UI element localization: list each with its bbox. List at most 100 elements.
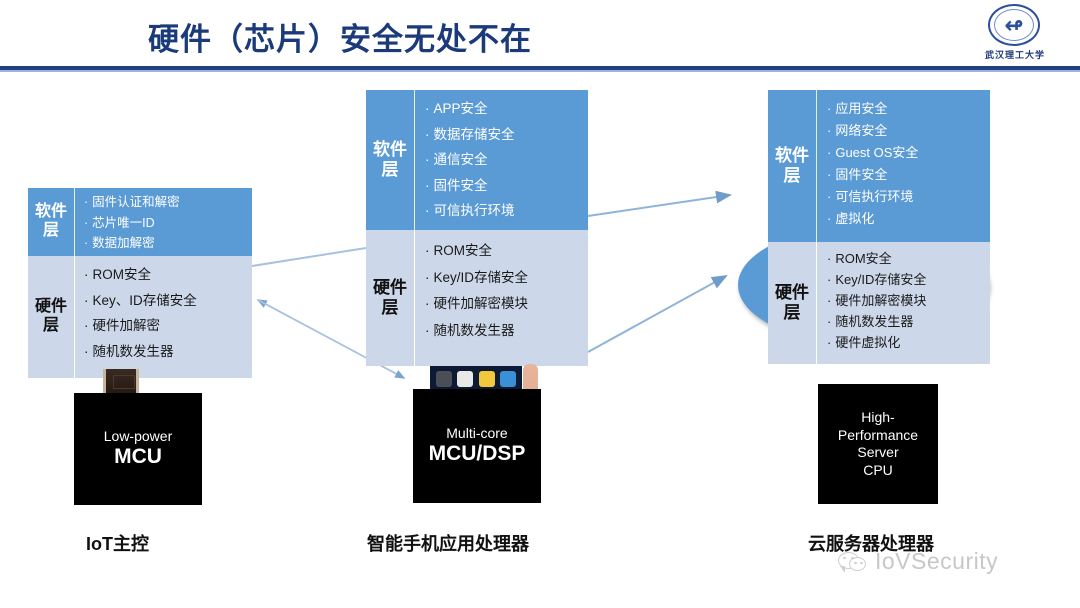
phone-app-icon — [457, 371, 474, 387]
bullet-icon: · — [84, 267, 89, 282]
bullet-icon: · — [84, 318, 89, 333]
list-item: ·固件认证和解密 — [84, 195, 180, 209]
chip-phone-line2: MCU/DSP — [428, 441, 526, 465]
list-item: ·硬件加解密 — [84, 318, 160, 333]
bullet-icon: · — [425, 243, 430, 258]
list-item: ·随机数发生器 — [84, 343, 174, 359]
list-item: ·可信执行环境 — [827, 189, 914, 204]
phone-app-icon — [435, 371, 452, 387]
bullet-icon: · — [84, 343, 89, 359]
bullet-icon: · — [425, 269, 430, 285]
server-hardware-layer: 硬件层 ·ROM安全 ·Key/ID存储安全 ·硬件加解密模块 ·随机数发生器 … — [768, 242, 990, 364]
bullet-icon: · — [84, 236, 89, 250]
list-item: ·硬件虚拟化 — [827, 335, 901, 350]
list-item: ·虚拟化 — [827, 211, 875, 226]
list-item: ·随机数发生器 — [425, 322, 515, 338]
header-divider — [0, 66, 1080, 70]
list-item: ·网络安全 — [827, 123, 888, 138]
list-item: ·固件安全 — [425, 177, 488, 193]
iot-software-label: 软件层 — [34, 203, 67, 239]
list-item: ·硬件加解密模块 — [827, 293, 927, 308]
chip-phone: Multi-core MCU/DSP — [413, 389, 541, 503]
bullet-icon: · — [827, 335, 832, 350]
list-item: ·通信安全 — [425, 152, 488, 167]
layer-divider — [74, 188, 75, 256]
bullet-icon: · — [425, 296, 430, 311]
slide-header: 硬件（芯片）安全无处不在 ↫ 武汉理工大学 — [0, 0, 1080, 72]
bullet-icon: · — [84, 215, 89, 230]
bullet-icon: · — [425, 322, 430, 338]
chip-iot-line1: Low-power — [103, 428, 173, 445]
list-item: ·ROM安全 — [84, 267, 151, 282]
bullet-icon: · — [827, 101, 832, 116]
bullet-icon: · — [827, 123, 832, 138]
seal-inner-ring-icon — [994, 9, 1034, 41]
server-hardware-label: 硬件层 — [775, 283, 809, 322]
list-item: ·固件安全 — [827, 167, 888, 182]
phone-software-items: ·APP安全 ·数据存储安全 ·通信安全 ·固件安全 ·可信执行环境 — [415, 90, 588, 230]
iot-software-layer: 软件层 ·固件认证和解密 ·芯片唯一ID ·数据加解密 — [28, 188, 252, 256]
bullet-icon: · — [425, 203, 430, 218]
list-item: ·随机数发生器 — [827, 314, 914, 329]
watermark: IoVSecurity — [838, 548, 998, 575]
phone-app-icon — [500, 371, 517, 387]
phone-software-label: 软件层 — [373, 140, 407, 179]
layer-divider — [816, 90, 817, 242]
phone-hardware-label: 硬件层 — [373, 278, 407, 317]
bullet-icon: · — [827, 314, 832, 329]
list-item: ·数据加解密 — [84, 236, 155, 250]
server-software-label: 软件层 — [775, 146, 809, 185]
watermark-text: IoVSecurity — [875, 548, 999, 574]
phone-hardware-items: ·ROM安全 ·Key/ID存储安全 ·硬件加解密模块 ·随机数发生器 — [415, 230, 588, 366]
layer-divider — [414, 90, 415, 230]
list-item: ·芯片唯一ID — [84, 215, 155, 230]
phone-software-layer: 软件层 ·APP安全 ·数据存储安全 ·通信安全 ·固件安全 ·可信执行环境 — [366, 90, 588, 230]
list-item: ·Guest OS安全 — [827, 145, 919, 160]
page-title: 硬件（芯片）安全无处不在 — [148, 22, 532, 57]
stack-phone: 软件层 ·APP安全 ·数据存储安全 ·通信安全 ·固件安全 ·可信执行环境 硬… — [366, 90, 588, 366]
list-item: ·ROM安全 — [827, 251, 892, 266]
list-item: ·ROM安全 — [425, 243, 492, 258]
server-hardware-items: ·ROM安全 ·Key/ID存储安全 ·硬件加解密模块 ·随机数发生器 ·硬件虚… — [817, 242, 990, 364]
chip-server: High- Performance Server CPU — [818, 384, 938, 504]
caption-server: 云服务器处理器 — [808, 534, 934, 554]
iot-software-items: ·固件认证和解密 ·芯片唯一ID ·数据加解密 — [75, 188, 252, 256]
stack-server: 软件层 ·应用安全 ·网络安全 ·Guest OS安全 ·固件安全 ·可信执行环… — [768, 90, 990, 364]
seal-swoosh-icon: ↫ — [1004, 12, 1024, 38]
bullet-icon: · — [827, 293, 832, 308]
bullet-icon: · — [425, 126, 430, 142]
chip-iot: Low-power MCU — [74, 393, 202, 505]
bullet-icon: · — [425, 152, 430, 167]
university-logo-text: 武汉理工大学 — [984, 50, 1045, 60]
caption-phone: 智能手机应用处理器 — [367, 534, 529, 554]
university-logo: ↫ 武汉理工大学 — [972, 4, 1058, 64]
phone-app-icon — [478, 371, 495, 387]
list-item: ·Key/ID存储安全 — [425, 269, 529, 285]
bullet-icon: · — [827, 251, 832, 266]
bullet-icon: · — [827, 145, 832, 160]
bullet-icon: · — [827, 272, 832, 287]
server-software-items: ·应用安全 ·网络安全 ·Guest OS安全 ·固件安全 ·可信执行环境 ·虚… — [817, 90, 990, 242]
iot-hardware-layer: 硬件层 ·ROM安全 ·Key、ID存储安全 ·硬件加解密 ·随机数发生器 — [28, 256, 252, 378]
layer-divider — [74, 256, 75, 378]
list-item: ·硬件加解密模块 — [425, 296, 528, 311]
iot-hardware-label: 硬件层 — [34, 298, 67, 334]
bullet-icon: · — [425, 177, 430, 193]
bullet-icon: · — [827, 189, 832, 204]
smartphone-photo — [430, 366, 522, 392]
chip-server-line1: High- — [861, 409, 895, 425]
chip-iot-line2: MCU — [114, 444, 162, 468]
list-item: ·可信执行环境 — [425, 203, 515, 218]
list-item: ·Key/ID存储安全 — [827, 272, 927, 287]
bullet-icon: · — [425, 101, 430, 116]
caption-iot: IoT主控 — [86, 534, 149, 554]
list-item: ·Key、ID存储安全 — [84, 292, 197, 308]
chip-phone-line1: Multi-core — [446, 425, 508, 442]
server-software-layer: 软件层 ·应用安全 ·网络安全 ·Guest OS安全 ·固件安全 ·可信执行环… — [768, 90, 990, 242]
iot-hardware-items: ·ROM安全 ·Key、ID存储安全 ·硬件加解密 ·随机数发生器 — [75, 256, 252, 378]
list-item: ·应用安全 — [827, 101, 888, 116]
layer-divider — [816, 242, 817, 364]
layer-divider — [414, 230, 415, 366]
bullet-icon: · — [84, 292, 89, 308]
